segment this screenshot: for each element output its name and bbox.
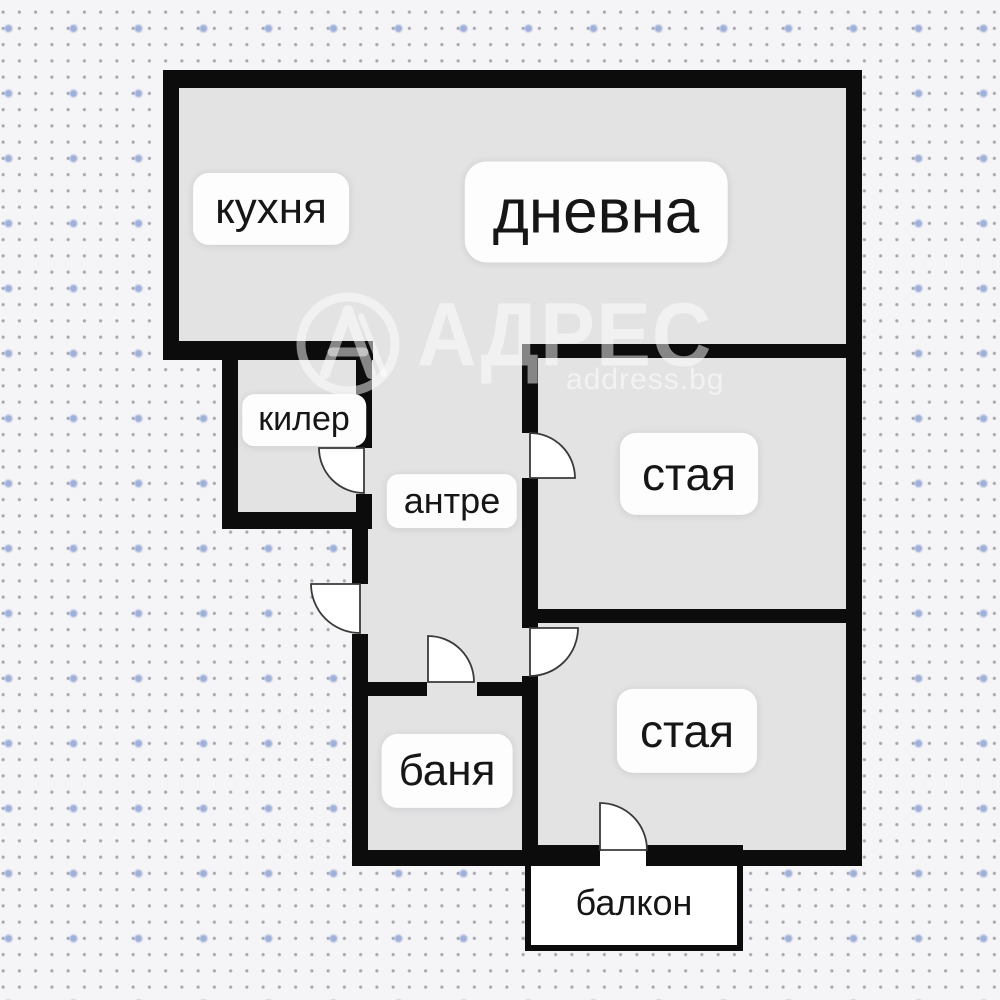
wall-right: [846, 70, 862, 866]
wall-left-lower-b: [352, 634, 368, 866]
wall-rooms-divider: [522, 609, 862, 623]
wall-closet-left: [222, 341, 238, 529]
bathroom-door-arc: [427, 635, 475, 683]
room-label-kitchen: кухня: [193, 172, 349, 246]
wall-kitchen-bottom: [163, 341, 373, 360]
room-label-closet: килер: [242, 394, 366, 446]
wall-closet-bottom: [222, 512, 368, 529]
room-upper-door-arc: [529, 432, 576, 479]
room-label-room-lower: стая: [616, 688, 758, 774]
wall-living-bottom: [522, 344, 862, 358]
wall-bottom-a: [352, 850, 600, 866]
wall-closet-right-b: [356, 494, 372, 529]
wall-bath-top-a: [352, 682, 427, 696]
closet-door-arc: [318, 447, 365, 494]
room-label-hallway: антре: [386, 474, 518, 528]
wall-top: [163, 70, 862, 88]
wall-mid-vertical-c: [522, 676, 538, 866]
wall-bottom-b: [646, 850, 862, 866]
wall-left-lower-a: [352, 512, 368, 584]
wall-left-upper: [163, 70, 179, 360]
room-label-living: дневна: [464, 161, 728, 263]
entrance-door-arc: [310, 583, 361, 634]
balcony-door-arc: [599, 802, 648, 851]
room-lower-door-arc: [529, 627, 579, 677]
wall-mid-vertical-a: [522, 344, 538, 433]
wall-bath-top-b: [477, 682, 538, 696]
room-label-balcony: балкон: [575, 882, 693, 924]
apartment-interior: [166, 70, 862, 866]
wall-mid-vertical-b: [522, 478, 538, 628]
room-label-bathroom: баня: [381, 733, 513, 809]
room-label-room-upper: стая: [619, 432, 759, 516]
